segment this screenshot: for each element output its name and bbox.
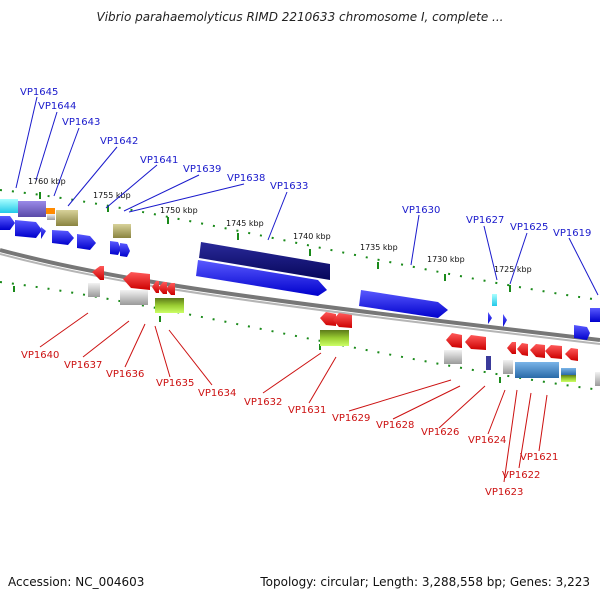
tick-track-upper [0, 189, 600, 301]
forward-strand-features [0, 199, 600, 340]
gene-feature [47, 214, 55, 220]
scale-label: 1725 kbp [494, 265, 532, 274]
gene-label: VP1633 [270, 181, 308, 192]
scale-label: 1740 kbp [293, 232, 331, 241]
gene-feature [590, 308, 600, 322]
gene-feature [120, 243, 130, 257]
gene-label: VP1626 [421, 427, 459, 438]
gene-label: VP1638 [227, 173, 265, 184]
scale-label: 1735 kbp [360, 243, 398, 252]
gene-feature [166, 283, 175, 295]
gene-feature [333, 313, 352, 328]
gene-label: VP1637 [64, 360, 102, 371]
gene-feature [158, 282, 167, 294]
summary-label: Topology: circular; Length: 3,288,558 bp… [260, 575, 590, 589]
gene-feature [41, 227, 46, 239]
gene-label: VP1628 [376, 420, 414, 431]
gene-label: VP1641 [140, 155, 178, 166]
gene-feature [320, 330, 349, 346]
gene-label: VP1624 [468, 435, 506, 446]
gene-label: VP1634 [198, 388, 236, 399]
gene-feature [486, 356, 491, 370]
gene-feature [465, 335, 486, 350]
gene-label: VP1629 [332, 413, 370, 424]
reverse-strand-features [88, 266, 600, 386]
gene-feature [565, 348, 578, 361]
gene-feature [561, 368, 576, 375]
gene-feature [488, 312, 492, 324]
bottom-leader-lines [39, 312, 548, 483]
gene-feature [530, 344, 545, 358]
scale-label: 1730 kbp [427, 255, 465, 264]
scale-label: 1750 kbp [160, 206, 198, 215]
scale-label: 1745 kbp [226, 219, 264, 228]
gene-feature [561, 375, 576, 382]
gene-feature [444, 350, 462, 364]
gene-feature [113, 224, 131, 238]
accession-label: Accession: NC_004603 [8, 575, 145, 589]
gene-feature [46, 208, 55, 214]
gene-feature [545, 345, 562, 359]
top-leader-lines [15, 96, 599, 296]
gene-feature [503, 314, 507, 327]
scale-label: 1760 kbp [28, 177, 66, 186]
gene-label: VP1627 [466, 215, 504, 226]
gene-label: VP1619 [553, 228, 591, 239]
gene-feature [507, 342, 516, 354]
gene-feature [574, 325, 590, 340]
top-gene-labels: VP1645 VP1644 VP1643 VP1642 VP1641 VP163… [20, 87, 591, 239]
gene-label: VP1639 [183, 164, 221, 175]
gene-label: VP1623 [485, 487, 523, 498]
gene-feature [110, 241, 121, 255]
bottom-gene-labels: VP1640 VP1637 VP1636 VP1635 VP1634 VP163… [21, 350, 558, 498]
gene-feature [517, 343, 528, 356]
gene-feature [155, 298, 184, 313]
gene-feature [88, 283, 100, 297]
gene-feature [92, 266, 104, 280]
gene-feature [152, 281, 159, 293]
gene-label: VP1622 [502, 470, 540, 481]
gene-label: VP1645 [20, 87, 58, 98]
gene-label: VP1642 [100, 136, 138, 147]
gene-label: VP1625 [510, 222, 548, 233]
gene-feature [56, 210, 78, 226]
gene-feature [15, 220, 42, 238]
gene-label: VP1636 [106, 369, 144, 380]
gene-label: VP1630 [402, 205, 440, 216]
scale-label: 1755 kbp [93, 191, 131, 200]
gene-label: VP1631 [288, 405, 326, 416]
gene-feature [503, 360, 513, 374]
gene-feature [515, 362, 559, 378]
gene-feature [196, 260, 327, 296]
gene-label: VP1632 [244, 397, 282, 408]
gene-label: VP1621 [520, 452, 558, 463]
gene-feature [0, 199, 18, 213]
gene-feature [77, 234, 96, 250]
gene-label: VP1640 [21, 350, 59, 361]
backbone-arc-outer [0, 248, 600, 342]
gene-feature [359, 290, 448, 318]
scale-labels: 1760 kbp 1755 kbp 1750 kbp 1745 kbp 1740… [28, 177, 532, 274]
gene-feature [595, 372, 600, 386]
gene-label: VP1643 [62, 117, 100, 128]
backbone-arc-inner [0, 253, 600, 345]
gene-feature [123, 272, 150, 290]
gene-feature [120, 290, 148, 305]
gene-feature [18, 201, 46, 217]
gene-label: VP1635 [156, 378, 194, 389]
gene-feature [199, 242, 330, 280]
gene-feature [52, 230, 74, 245]
gene-feature [0, 216, 15, 230]
gene-feature [492, 294, 497, 306]
map-title: Vibrio parahaemolyticus RIMD 2210633 chr… [96, 10, 504, 24]
gene-feature [320, 312, 336, 326]
gene-label: VP1644 [38, 101, 76, 112]
gene-feature [446, 333, 462, 348]
